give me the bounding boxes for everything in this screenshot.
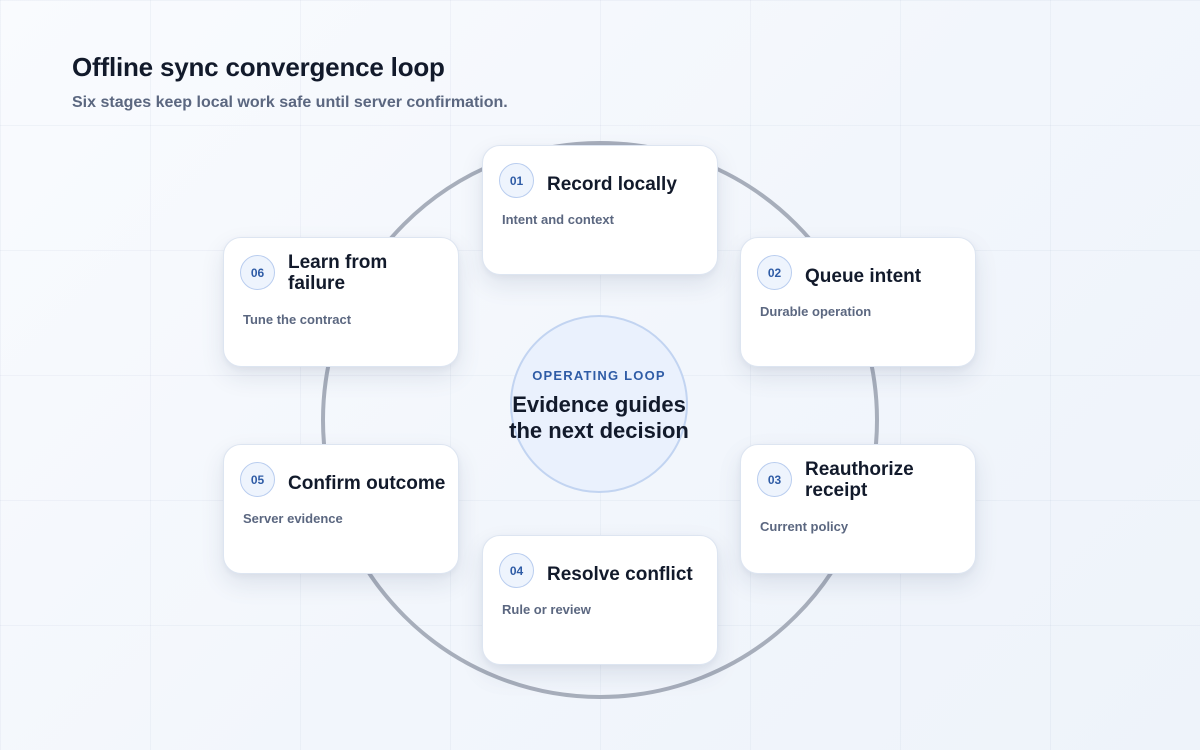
stage-number-badge: 06 [240, 255, 275, 290]
stage-number-badge: 01 [499, 163, 534, 198]
stage-description: Durable operation [760, 304, 872, 319]
stage-title: Confirm outcome [288, 473, 446, 494]
stage-card-reauthorize-receipt: 03 Reauthorize receipt Current policy [740, 444, 976, 574]
stage-title: Resolve conflict [547, 564, 693, 585]
stage-number-badge: 03 [757, 462, 792, 497]
page-subtitle: Six stages keep local work safe until se… [72, 94, 508, 111]
center-hub: OPERATING LOOP Evidence guides the next … [509, 315, 689, 493]
hub-label: OPERATING LOOP [532, 368, 666, 383]
stage-description: Rule or review [502, 602, 591, 617]
stage-title: Learn from failure [288, 252, 388, 294]
stage-description: Tune the contract [243, 312, 352, 327]
stage-card-record-locally: 01 Record locally Intent and context [482, 145, 718, 275]
stage-number-badge: 04 [499, 553, 534, 588]
stage-description: Intent and context [502, 212, 614, 227]
stage-card-resolve-conflict: 04 Resolve conflict Rule or review [482, 535, 718, 665]
stage-card-confirm-outcome: 05 Confirm outcome Server evidence [223, 444, 459, 574]
stage-description: Current policy [760, 519, 849, 534]
stage-number-badge: 05 [240, 462, 275, 497]
stage-number-badge: 02 [757, 255, 792, 290]
stage-title: Record locally [547, 174, 677, 195]
hub-text: Evidence guides the next decision [509, 392, 689, 443]
stage-card-learn-from-failure: 06 Learn from failure Tune the contract [223, 237, 459, 367]
stage-description: Server evidence [243, 511, 343, 526]
stage-title: Reauthorize receipt [805, 459, 914, 501]
stage-card-queue-intent: 02 Queue intent Durable operation [740, 237, 976, 367]
stage-title: Queue intent [805, 266, 922, 287]
page-title: Offline sync convergence loop [72, 52, 445, 82]
